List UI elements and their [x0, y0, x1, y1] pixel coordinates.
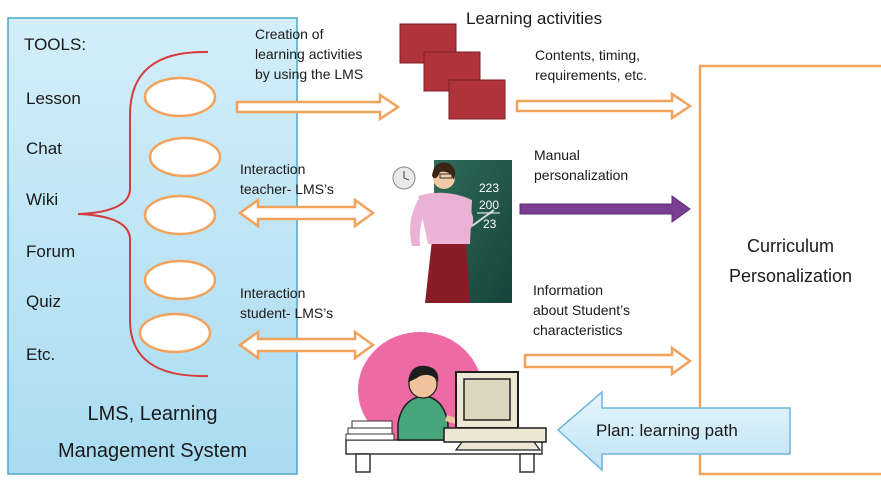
tools-brace — [77, 50, 209, 378]
plan-arrow-label: Plan: learning path — [596, 421, 738, 440]
board-number-23: 23 — [483, 217, 497, 231]
student-info-arrow — [523, 345, 693, 377]
learning-activities-heading: Learning activities — [466, 9, 603, 28]
teacher-interaction-label: Interaction teacher- LMS’s — [240, 161, 334, 197]
tool-label-quiz: Quiz — [26, 292, 61, 311]
teacher-double-arrow — [237, 197, 376, 229]
contents-note: Contents, timing, requirements, etc. — [535, 47, 648, 83]
tool-oval-quiz — [138, 312, 212, 354]
activity-block-3 — [448, 79, 506, 120]
board-number-223: 223 — [479, 181, 499, 195]
tool-label-chat: Chat — [26, 139, 62, 158]
tool-oval-forum — [143, 259, 217, 301]
tool-label-lesson: Lesson — [26, 89, 81, 108]
tool-oval-lesson — [143, 76, 217, 118]
student-computer-illustration — [345, 332, 547, 473]
tool-label-etc: Etc. — [26, 345, 56, 364]
student-info-note: Information about Student’s characterist… — [533, 282, 631, 338]
lms-title-line2: Management System — [58, 440, 247, 462]
lms-title-line1: LMS, Learning — [87, 403, 218, 425]
creation-arrow — [235, 92, 401, 122]
tool-oval-chat — [148, 136, 222, 178]
creation-note: Creation of learning activities by using… — [255, 26, 364, 82]
tool-label-forum: Forum — [26, 242, 76, 261]
curriculum-box — [698, 64, 881, 476]
plan-arrow — [556, 390, 791, 472]
contents-arrow — [515, 91, 693, 121]
manual-personalization-note: Manual personalization — [534, 147, 629, 183]
board-number-200: 200 — [479, 198, 499, 212]
tools-heading: TOOLS: — [24, 35, 87, 54]
teacher-chalkboard-illustration — [384, 153, 514, 303]
curriculum-line2: Personalization — [728, 266, 853, 286]
tool-label-wiki: Wiki — [26, 190, 59, 209]
tool-oval-wiki — [143, 194, 217, 236]
curriculum-line1: Curriculum — [746, 236, 834, 256]
manual-personalization-arrow — [519, 195, 691, 223]
student-interaction-label: Interaction student- LMS’s — [240, 285, 334, 321]
student-double-arrow — [237, 329, 376, 361]
